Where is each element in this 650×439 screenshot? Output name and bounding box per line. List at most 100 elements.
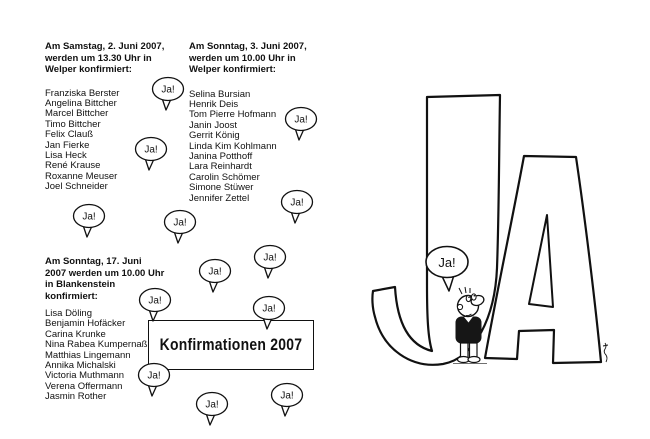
confirmand-name: Janina Potthoff: [189, 150, 253, 162]
bubble-outline: [137, 362, 171, 388]
bubble-label: Ja!: [294, 115, 307, 126]
bubble-outline: [138, 287, 172, 313]
confirmand-name: Timo Bittcher: [45, 118, 101, 130]
confirmand-name: Verena Offermann: [45, 380, 123, 392]
confirmand-name: Benjamin Hofäcker: [45, 318, 126, 330]
bubble-label: Ja!: [280, 391, 293, 402]
bubble-label: Ja!: [148, 296, 161, 307]
speech-bubble: Ja!: [253, 244, 287, 279]
confirmand-name: Victoria Muthmann: [45, 370, 125, 382]
bubble-label: Ja!: [438, 255, 455, 270]
ja-illustration: Ja!: [371, 93, 609, 366]
bubble-outline: [163, 209, 197, 235]
bubble-label: Ja!: [263, 253, 276, 264]
man-hair: [458, 286, 471, 295]
man-ear: [456, 303, 464, 311]
bubble-outline: [151, 76, 185, 102]
confirmand-name: Franziska Berster: [45, 87, 120, 99]
heading-line: Am Sonntag, 17. Juni: [45, 256, 142, 267]
confirmand-name: Lisa Döling: [45, 308, 92, 319]
bubble-label: Ja!: [290, 198, 303, 209]
confirmand-name: Lisa Heck: [45, 149, 87, 161]
artist-signature-mark: [602, 342, 609, 363]
confirmand-name: Gerrit König: [189, 130, 240, 142]
bubble-outline: [280, 189, 314, 215]
section-samstag-2-juni: Am Samstag, 2. Juni 2007,werden um 13.30…: [45, 41, 164, 193]
bubble-outline: [253, 244, 287, 270]
man-shoe: [467, 355, 481, 364]
section-sonntag-3-juni: Am Sonntag, 3. Juni 2007,werden um 10.00…: [189, 41, 307, 204]
bubble-outline: [425, 245, 469, 279]
confirmand-name: Nina Rabea Kumpernaß: [45, 339, 148, 351]
confirmand-name: Felix Clauß: [45, 129, 94, 141]
speech-bubble: Ja!: [138, 287, 172, 322]
bubble-label: Ja!: [205, 400, 218, 411]
heading-line: Welper konfirmiert:: [189, 64, 276, 75]
confirmand-name: Lara Reinhardt: [189, 161, 252, 173]
speech-bubble: Ja!: [284, 106, 318, 141]
confirmand-name: Joel Schneider: [45, 181, 108, 193]
title-box: Konfirmationen 2007: [148, 320, 314, 370]
speech-bubble: Ja!: [198, 258, 232, 293]
speech-bubble: Ja!: [151, 76, 185, 111]
confirmand-name: Jan Fierke: [45, 139, 90, 151]
heading-line: 2007 werden um 10.00 Uhr: [45, 267, 165, 279]
speech-bubble: Ja!: [280, 189, 314, 224]
confirmand-name: Linda Kim Kohlmann: [189, 140, 277, 152]
confirmand-name: Selina Bursian: [189, 88, 251, 100]
section-heading: Am Samstag, 2. Juni 2007,werden um 13.30…: [45, 41, 164, 76]
speech-bubble: Ja!: [72, 203, 106, 238]
heading-line: Am Samstag, 2. Juni 2007,: [45, 41, 165, 52]
confirmand-name: Henrik Deis: [189, 98, 239, 110]
speech-bubble: Ja!: [252, 295, 286, 330]
confirmand-name: Matthias Lingemann: [45, 349, 131, 361]
bubble-outline: [72, 203, 106, 229]
bubble-label: Ja!: [262, 304, 275, 315]
bubble-label: Ja!: [208, 267, 221, 278]
bubble-label: Ja!: [173, 218, 186, 229]
man-mouth: [465, 313, 472, 317]
bubble-label: Ja!: [161, 85, 174, 96]
cartoon-man: [453, 286, 487, 364]
bubble-outline: [134, 136, 168, 162]
bubble-outline: [270, 382, 304, 408]
bubble-label: Ja!: [82, 212, 95, 223]
confirmand-name: René Krause: [45, 160, 101, 172]
speech-bubble: Ja!: [134, 136, 168, 171]
confirmand-name: Roxanne Meuser: [45, 170, 118, 182]
bubble-label: Ja!: [144, 145, 157, 156]
man-collar: [464, 316, 473, 323]
confirmand-name: Jasmin Rother: [45, 391, 107, 403]
speech-bubble: Ja!: [163, 209, 197, 244]
speech-bubble: Ja!: [137, 362, 171, 397]
heading-line: Welper konfirmiert:: [45, 64, 132, 75]
bubble-outline: [198, 258, 232, 284]
heading-line: werden um 10.00 Uhr in: [189, 52, 296, 64]
letter-a-counter: [528, 214, 554, 308]
confirmand-name: Tom Pierre Hofmann: [189, 109, 277, 121]
heading-line: konfirmiert:: [45, 290, 98, 302]
confirmand-name: Annika Michalski: [45, 360, 116, 372]
man-pupil: [468, 296, 470, 298]
bubble-outline: [284, 106, 318, 132]
bubble-outline: [252, 295, 286, 321]
speech-bubble: Ja!: [270, 382, 304, 417]
confirmand-name: Marcel Bittcher: [45, 108, 109, 120]
cartoon-speech-bubble: Ja!: [425, 245, 469, 292]
confirmand-name: Angelina Bittcher: [45, 97, 117, 109]
section-heading: Am Sonntag, 3. Juni 2007,werden um 10.00…: [189, 41, 307, 76]
confirmand-name: Janin Joost: [189, 119, 238, 131]
heading-line: Am Sonntag, 3. Juni 2007,: [189, 41, 307, 52]
bubble-outline: [195, 391, 229, 417]
man-sweater: [455, 316, 482, 344]
page-title: Konfirmationen 2007: [159, 335, 303, 354]
bubble-label: Ja!: [147, 371, 160, 382]
man-pupil: [473, 294, 476, 297]
